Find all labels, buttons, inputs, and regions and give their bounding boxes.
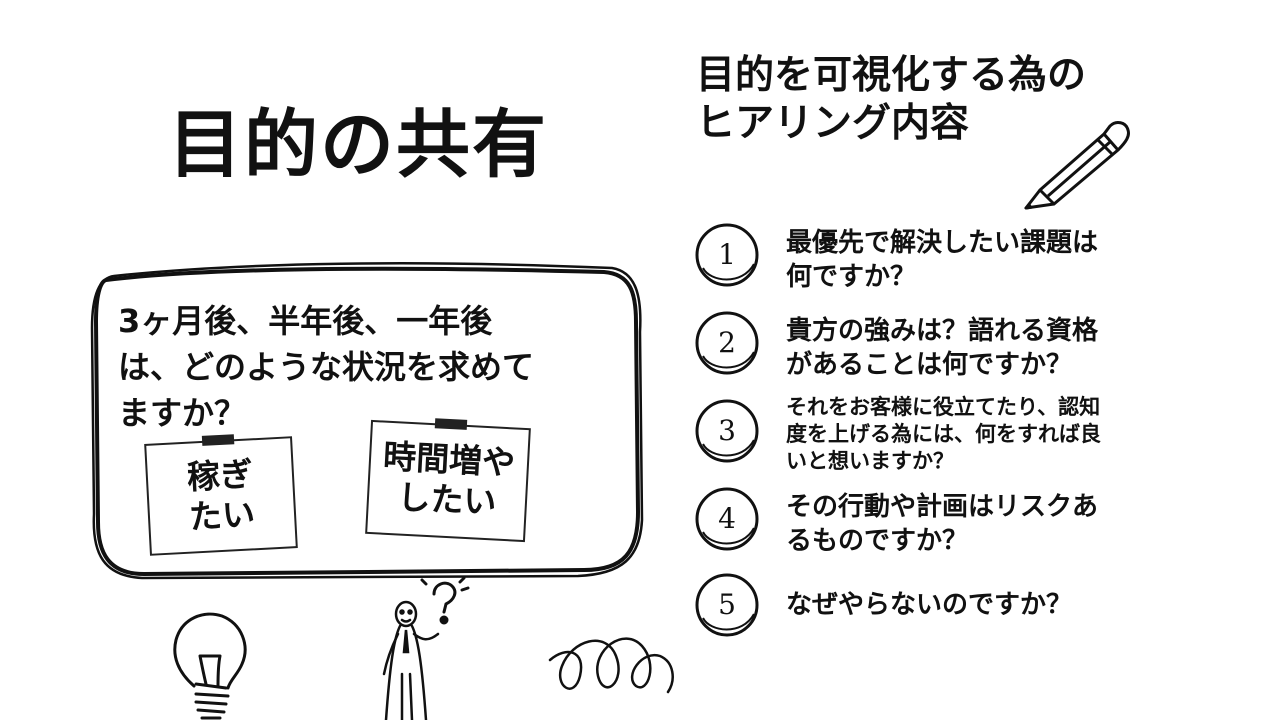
item-line: るものですか？	[786, 526, 969, 556]
question-line: ますか？	[118, 394, 247, 432]
item-text: なぜやらないのですか？	[786, 588, 1246, 622]
tape	[434, 418, 468, 430]
item-text: それをお客様に役立てたり、認知 度を上げる為には、何をすれば良 いと想いますか？	[786, 394, 1246, 475]
item-text: その行動や計画はリスクあ るものですか？	[786, 490, 1246, 558]
main-title: 目的の共有	[168, 102, 548, 188]
item-number: 2	[718, 326, 736, 359]
question-frame	[90, 262, 644, 580]
item-line: いと想いますか？	[786, 449, 954, 473]
thinking-person-icon	[382, 600, 440, 720]
number-circle	[695, 311, 759, 375]
right-title-line: ヒアリング内容	[696, 101, 970, 146]
note-line: したい	[396, 477, 498, 522]
item-line: 最優先で解決したい課題は	[786, 228, 1099, 258]
right-title-line: 目的を可視化する為の	[696, 53, 1087, 98]
item-text: 最優先で解決したい課題は 何ですか？	[786, 226, 1246, 294]
item-line: 何ですか？	[786, 262, 917, 292]
item-line: それをお客様に役立てたり、認知	[786, 395, 1101, 419]
item-number: 4	[718, 502, 736, 535]
lightbulb-icon	[173, 612, 247, 720]
pencil-icon	[1024, 121, 1130, 210]
item-text: 貴方の強みは？語れる資格 があることは何ですか？	[786, 314, 1246, 382]
item-number: 3	[718, 414, 736, 447]
note-card-earn: 稼ぎ たい	[144, 434, 298, 556]
note-card-time: 時間増や したい	[365, 418, 531, 543]
item-line: 貴方の強みは？語れる資格	[786, 316, 1099, 346]
scribble-icon	[548, 637, 674, 694]
number-circle	[695, 223, 759, 287]
question-text: 3ヶ月後、半年後、一年後 は、どのような状況を求めて ますか？	[118, 298, 618, 436]
item-line: があることは何ですか？	[786, 350, 1073, 380]
list-item: 1 最優先で解決したい課題は 何ですか？	[694, 222, 1254, 296]
note-line: 時間増や	[382, 436, 517, 483]
number-circle	[695, 573, 759, 637]
item-line: その行動や計画はリスクあ	[786, 492, 1099, 522]
note-line: たい	[188, 494, 256, 537]
tape	[201, 434, 235, 446]
list-item: 5 なぜやらないのですか？	[694, 572, 1254, 646]
item-number: 5	[718, 588, 736, 621]
question-mark-icon	[420, 576, 470, 625]
item-line: 度を上げる為には、何をすれば良	[786, 422, 1101, 446]
question-line: 3ヶ月後、半年後、一年後	[118, 302, 493, 340]
item-line: なぜやらないのですか？	[786, 590, 1073, 620]
item-number: 1	[718, 238, 736, 271]
right-title: 目的を可視化する為の ヒアリング内容	[696, 52, 1086, 148]
list-item: 4 その行動や計画はリスクあ るものですか？	[694, 486, 1254, 560]
list-item: 2 貴方の強みは？語れる資格 があることは何ですか？	[694, 310, 1254, 384]
question-line: は、どのような状況を求めて	[118, 348, 535, 386]
list-item: 3 それをお客様に役立てたり、認知 度を上げる為には、何をすれば良 いと想います…	[694, 395, 1254, 473]
number-circle	[695, 399, 759, 463]
number-circle	[695, 487, 759, 551]
